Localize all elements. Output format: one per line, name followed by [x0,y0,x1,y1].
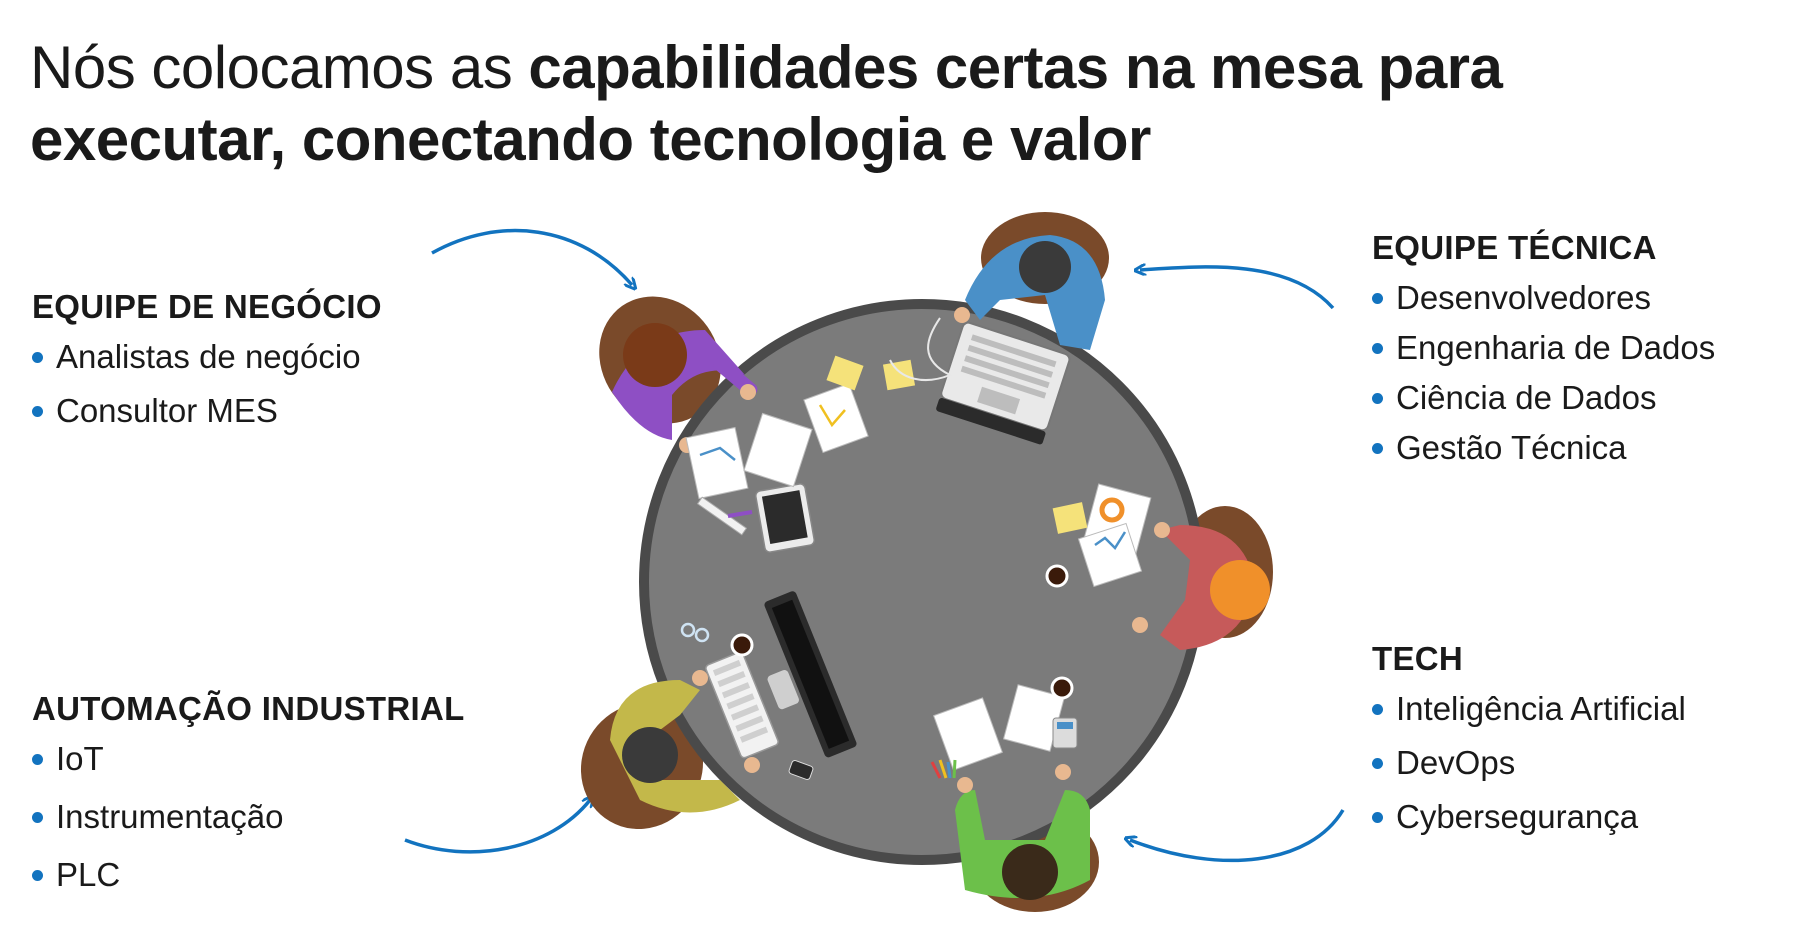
list-item: DevOps [1372,743,1686,783]
list-item-label: Inteligência Artificial [1396,690,1686,727]
monitor-icon [764,591,857,758]
person-green [955,764,1090,900]
group-automacao-industrial: AUTOMAÇÃO INDUSTRIAL IoT Instrumentação … [32,687,465,913]
laptop-cable [889,317,953,381]
person-red [1132,522,1270,650]
group-heading: AUTOMAÇÃO INDUSTRIAL [32,690,465,727]
list-item: Consultor MES [32,391,382,431]
list-item: Cybersegurança [1372,797,1686,837]
group-list: Inteligência Artificial DevOps Cybersegu… [1372,689,1686,837]
title-bold: capabilidades certas na mesa para execut… [30,34,1503,173]
bullet-icon [1372,292,1383,304]
page-title: Nós colocamos as capabilidades certas na… [30,32,1770,176]
list-item-label: DevOps [1396,744,1516,781]
bullet-icon [1372,392,1383,404]
bullet-icon [1372,703,1383,715]
list-item-label: Cybersegurança [1396,798,1639,835]
list-item: Analistas de negócio [32,337,382,377]
coffee-cup-icon [1045,564,1069,588]
group-list: Desenvolvedores Engenharia de Dados Ciên… [1372,278,1715,468]
list-item: Engenharia de Dados [1372,328,1715,368]
curved-arrow-icon [1140,267,1335,310]
title-regular: Nós colocamos as [30,34,529,101]
list-item: PLC [32,855,465,895]
pen [727,510,753,518]
list-item-label: Engenharia de Dados [1396,329,1716,366]
phone-icon [788,760,814,780]
pencils [930,759,957,779]
bullet-icon [32,405,43,417]
list-item-label: Analistas de negócio [56,338,361,375]
group-heading: EQUIPE TÉCNICA [1372,229,1657,266]
person-yellow [610,670,760,813]
document-chart-icon [685,382,1152,771]
bullet-icon [1372,757,1383,769]
group-list: IoT Instrumentação PLC [32,739,465,895]
person-purple [612,323,758,453]
list-item-label: IoT [56,740,104,777]
bullet-icon [32,869,43,881]
group-heading: TECH [1372,640,1464,677]
list-item: IoT [32,739,465,779]
list-item-label: Ciência de Dados [1396,379,1657,416]
group-heading: EQUIPE DE NEGÓCIO [32,288,382,325]
tablet-icon [755,483,815,553]
list-item-label: Consultor MES [56,392,278,429]
round-table [639,299,1205,865]
keyboard-icon [705,651,779,759]
bullet-icon [32,351,43,363]
coffee-cup-icon [1050,676,1074,700]
list-item: Gestão Técnica [1372,428,1715,468]
coffee-cup-icon [730,633,754,657]
calculator-icon [1052,717,1078,749]
list-item-label: Gestão Técnica [1396,429,1627,466]
laptop-icon [936,321,1071,445]
list-item: Ciência de Dados [1372,378,1715,418]
group-equipe-tecnica: EQUIPE TÉCNICA Desenvolvedores Engenhari… [1372,226,1715,478]
bullet-icon [32,811,43,823]
bullet-icon [1372,342,1383,354]
group-equipe-negocio: EQUIPE DE NEGÓCIO Analistas de negócio C… [32,285,382,445]
list-item: Desenvolvedores [1372,278,1715,318]
ruler [696,496,748,536]
list-item-label: Instrumentação [56,798,284,835]
curved-arrow-icon [1130,809,1345,863]
curved-arrow-icon [431,228,632,285]
list-item: Inteligência Artificial [1372,689,1686,729]
bullet-icon [1372,811,1383,823]
list-item: Instrumentação [32,797,465,837]
list-item-label: PLC [56,856,121,893]
sticky-note-icon [826,355,1088,534]
group-list: Analistas de negócio Consultor MES [32,337,382,431]
list-item-label: Desenvolvedores [1396,279,1651,316]
curved-arrow-icon [404,800,590,854]
bullet-icon [1372,442,1383,454]
group-tech: TECH Inteligência Artificial DevOps Cybe… [1372,637,1686,851]
bullet-icon [32,753,43,765]
glasses-icon [680,622,710,643]
